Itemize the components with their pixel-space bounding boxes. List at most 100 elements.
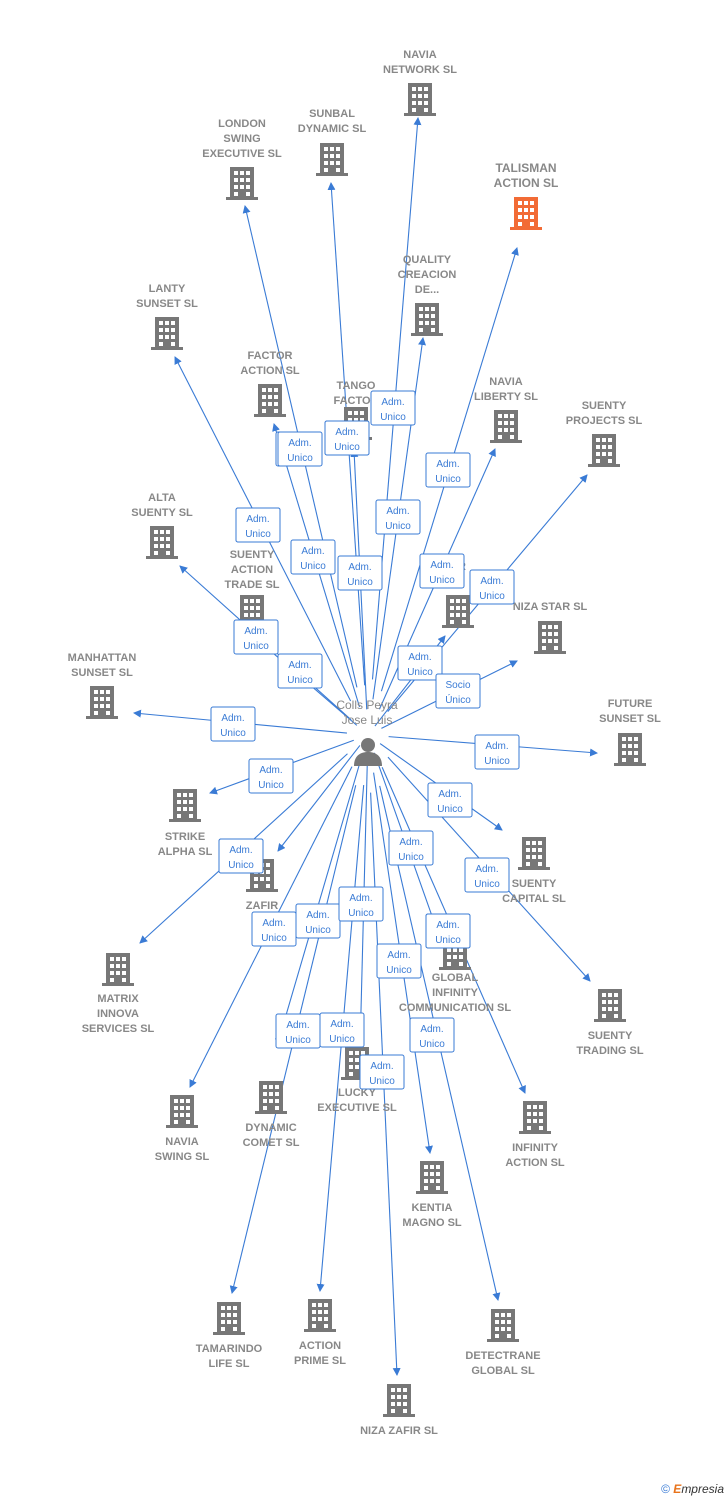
relation-text: Adm. — [286, 1020, 309, 1031]
company-node-dynamic-comet[interactable]: DYNAMIC COMET SL — [243, 1081, 300, 1149]
building-icon — [304, 1299, 336, 1332]
relation-label-kentia-magno[interactable]: Adm.Unico — [376, 943, 422, 979]
building-icon — [534, 621, 566, 654]
company-label: SUNSET SL — [599, 713, 661, 725]
company-label: TANGO — [337, 380, 376, 392]
company-node-quality-creacion[interactable]: QUALITYCREACIONDE... — [398, 254, 457, 336]
relation-label-factor-action[interactable]: Adm.Unico — [277, 431, 323, 467]
company-label: TAMARINDO — [196, 1343, 263, 1355]
company-label: SERVICES SL — [82, 1023, 155, 1035]
company-label: NETWORK SL — [383, 64, 457, 76]
relation-label-alta-suenty[interactable]: Adm.Unico — [337, 555, 383, 591]
relation-text: Unico — [435, 935, 461, 946]
company-label: CREACION — [398, 269, 457, 281]
company-label: EXECUTIVE SL — [317, 1102, 397, 1114]
relation-label-suenty-capital[interactable]: Adm.Unico — [464, 857, 510, 893]
relation-label-suenty-action-trade[interactable]: Adm.Unico — [233, 619, 279, 655]
relation-label-tamarindo-life[interactable]: Adm.Unico — [275, 1013, 321, 1049]
relation-text: Adm. — [301, 546, 324, 557]
relation-label-future-sunset[interactable]: Adm.Unico — [474, 734, 520, 770]
company-node-suenty-projects[interactable]: SUENTY PROJECTS SL — [566, 400, 643, 467]
relation-label-suenty-trading[interactable]: Adm.Unico — [427, 782, 473, 818]
center-name-line-2: Jose Luis — [342, 713, 393, 727]
relation-label-suenty-projects[interactable]: Adm.Unico — [469, 569, 515, 605]
company-label: COMET SL — [243, 1137, 300, 1149]
relation-label-detectrane-global[interactable]: Adm.Unico — [338, 886, 384, 922]
relation-label-talisman-action[interactable]: Adm.Unico — [425, 452, 471, 488]
company-label: ACTION — [299, 1340, 341, 1352]
building-icon — [594, 989, 626, 1022]
brand-initial: E — [673, 1482, 682, 1496]
relation-label-suenty-action-trade[interactable]: Adm.Unico — [277, 653, 323, 689]
footer-brand[interactable]: © Empresia — [661, 1482, 724, 1496]
relation-text: Unico — [407, 667, 433, 678]
relation-label-lanty-sunset[interactable]: Adm.Unico — [235, 507, 281, 543]
company-label: MATRIX — [97, 993, 139, 1005]
company-label: ACTION SL — [505, 1157, 565, 1169]
relation-label-navia-liberty[interactable]: Adm.Unico — [419, 553, 465, 589]
relation-text: Adm. — [335, 427, 358, 438]
building-icon — [213, 1302, 245, 1335]
building-icon — [411, 303, 443, 336]
relation-label-dynamic-comet[interactable]: Adm.Unico — [295, 903, 341, 939]
company-node-niza-zafir[interactable]: NIZA ZAFIR SL — [360, 1384, 438, 1437]
relation-label-action-prime[interactable]: Adm.Unico — [319, 1012, 365, 1048]
building-icon — [416, 1161, 448, 1194]
building-icon — [169, 789, 201, 822]
company-label: SUNSET SL — [136, 298, 198, 310]
building-icon — [226, 167, 258, 200]
company-label: DYNAMIC — [245, 1122, 296, 1134]
relation-label-strike-alpha[interactable]: Adm.Unico — [248, 758, 294, 794]
company-label: ACTION SL — [240, 365, 300, 377]
center-person[interactable]: Colls Peyra Jose Luis — [336, 698, 398, 766]
building-icon — [255, 1081, 287, 1114]
relation-text: Adm. — [330, 1019, 353, 1030]
company-label: SUENTY — [582, 400, 627, 412]
relation-text: Adm. — [438, 789, 461, 800]
relation-label-navia-swing[interactable]: Adm.Unico — [251, 911, 297, 947]
relation-label-manhattan-sunset[interactable]: Adm.Unico — [210, 706, 256, 742]
relation-label-quality-creacion[interactable]: Adm.Unico — [375, 499, 421, 535]
company-label: SUENTY SL — [131, 507, 193, 519]
relation-label-navia-network[interactable]: Adm.Unico — [370, 390, 416, 426]
relation-label-niza-zafir[interactable]: Adm.Unico — [388, 830, 434, 866]
relation-text: Adm. — [485, 741, 508, 752]
company-label: PROJECTS SL — [566, 415, 643, 427]
building-icon — [316, 143, 348, 176]
relation-label-matrix-innova[interactable]: Adm.Unico — [218, 838, 264, 874]
relation-label-infinity-action[interactable]: Adm.Unico — [409, 1017, 455, 1053]
company-label: CAPITAL SL — [502, 893, 566, 905]
relation-label-factor-action[interactable]: Adm.Unico — [290, 539, 336, 575]
relation-label-star-partial[interactable]: Adm.Unico — [397, 645, 443, 681]
company-node-niza-star[interactable]: NIZA STAR SL — [513, 601, 588, 654]
relation-label-tango-factor[interactable]: Adm.Unico — [324, 420, 370, 456]
relation-label-lucky-executive[interactable]: Adm.Unico — [359, 1054, 405, 1090]
relation-label-global-infinity[interactable]: Adm.Unico — [425, 913, 471, 949]
